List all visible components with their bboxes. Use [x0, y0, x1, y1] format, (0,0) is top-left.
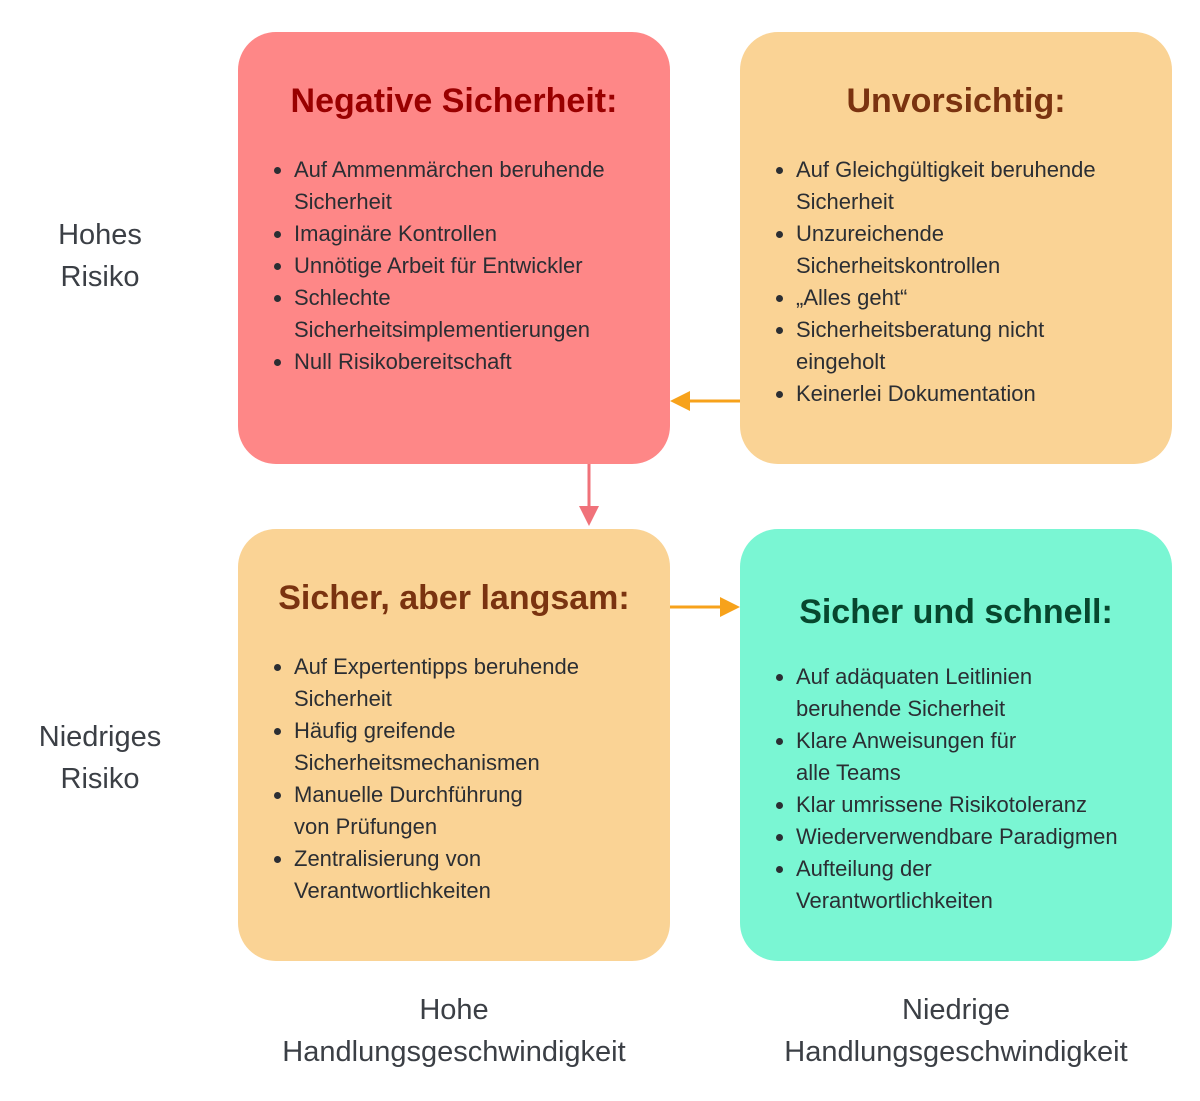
list-item-line: Manuelle Durchführung [294, 782, 523, 807]
quadrant-secure-and-fast: Sicher und schnell: Auf adäquaten Leitli… [740, 529, 1172, 961]
quadrant-secure-but-slow: Sicher, aber langsam: Auf Expertentipps … [238, 529, 670, 961]
list-item: Klar umrissene Risikotoleranz [796, 789, 1152, 821]
list-item-line: Unnötige Arbeit für Entwickler [294, 253, 583, 278]
list-item-line: Sicherheitskontrollen [796, 253, 1001, 278]
list-item-line: Häufig greifende [294, 718, 456, 743]
list-item: „Alles geht“ [796, 282, 1152, 314]
list-item-line: Sicherheitsmechanismen [294, 750, 540, 775]
arrow-negative-to-slow [579, 464, 599, 526]
list-item-line: Sicherheitsberatung nicht [796, 317, 1045, 342]
list-item-line: Keinerlei Dokumentation [796, 381, 1036, 406]
list-item-line: von Prüfungen [294, 814, 438, 839]
row-label-high-risk: Hohes Risiko [0, 214, 200, 298]
list-item-line: Klar umrissene Risikotoleranz [796, 792, 1087, 817]
list-item: Unnötige Arbeit für Entwickler [294, 250, 650, 282]
list-item-line: Sicherheit [294, 686, 392, 711]
list-item-line: Unzureichende [796, 221, 944, 246]
quadrant-title: Negative Sicherheit: [290, 82, 618, 120]
list-item-line: Auf Expertentipps beruhende [294, 654, 579, 679]
column-label-line: Handlungsgeschwindigkeit [282, 1036, 626, 1068]
column-label-line: Handlungsgeschwindigkeit [784, 1036, 1128, 1068]
list-item: Null Risikobereitschaft [294, 346, 650, 378]
list-item: Imaginäre Kontrollen [294, 218, 650, 250]
quadrant-title: Sicher und schnell: [799, 593, 1113, 631]
list-item-line: eingeholt [796, 349, 886, 374]
row-label-line: Risiko [60, 261, 140, 293]
quadrant-negative-security: Negative Sicherheit: Auf Ammenmärchen be… [238, 32, 670, 464]
list-item-line: Auf Ammenmärchen beruhende [294, 157, 605, 182]
list-item: Sicherheitsberatung nicht eingeholt [796, 314, 1152, 378]
quadrant-item-list: Auf Ammenmärchen beruhendeSicherheitImag… [274, 154, 650, 378]
quadrant-title: Unvorsichtig: [846, 82, 1066, 120]
column-label-low-speed: Niedrige Handlungsgeschwindigkeit [740, 989, 1172, 1073]
arrow-careless-to-negative [670, 391, 740, 411]
quadrant-item-list: Auf Expertentipps beruhendeSicherheitHäu… [274, 651, 650, 907]
row-label-line: Risiko [60, 763, 140, 795]
quadrant-title: Sicher, aber langsam: [278, 579, 630, 617]
list-item: Klare Anweisungen für alle Teams [796, 725, 1152, 789]
column-label-line: Hohe [419, 994, 489, 1026]
list-item: Auf adäquaten Leitlinien beruhende Sicher… [796, 661, 1152, 725]
list-item: Wiederverwendbare Paradigmen [796, 821, 1152, 853]
column-label-high-speed: Hohe Handlungsgeschwindigkeit [238, 989, 670, 1073]
quadrant-careless: Unvorsichtig: Auf Gleichgültigkeit beruh… [740, 32, 1172, 464]
column-label-line: Niedrige [902, 994, 1010, 1026]
list-item-line: Verantwortlichkeiten [294, 878, 491, 903]
list-item-line: Klare Anweisungen für [796, 728, 1017, 753]
arrow-slow-to-fast [670, 597, 740, 617]
list-item-line: Sicherheit [796, 189, 894, 214]
list-item-line: Sicherheitsimplementierungen [294, 317, 590, 342]
quadrant-item-list: Auf adäquaten Leitlinien beruhende Sicher… [776, 661, 1152, 917]
list-item-line: Imaginäre Kontrollen [294, 221, 498, 246]
row-label-line: Niedriges [38, 721, 162, 753]
list-item-line: Null Risikobereitschaft [294, 349, 512, 374]
row-label-low-risk: Niedriges Risiko [0, 716, 200, 800]
list-item-line: alle Teams [796, 760, 901, 785]
list-item-line: Verantwortlichkeiten [796, 888, 993, 913]
list-item-line: Wiederverwendbare Paradigmen [796, 824, 1118, 849]
quadrant-item-list: Auf Gleichgültigkeit beruhendeSicherheit… [776, 154, 1152, 410]
list-item: Keinerlei Dokumentation [796, 378, 1152, 410]
list-item-line: Zentralisierung von [294, 846, 482, 871]
list-item-line: Auf adäquaten Leitlinien [796, 664, 1033, 689]
list-item: Manuelle Durchführung von Prüfungen [294, 779, 650, 843]
list-item-line: Sicherheit [294, 189, 392, 214]
list-item-line: Auf Gleichgültigkeit beruhende [796, 157, 1096, 182]
list-item-line: Aufteilung der [796, 856, 932, 881]
list-item-line: Schlechte [294, 285, 391, 310]
list-item-line: beruhende Sicherheit [796, 696, 1006, 721]
list-item-line: „Alles geht“ [796, 285, 908, 310]
row-label-line: Hohes [58, 219, 142, 251]
